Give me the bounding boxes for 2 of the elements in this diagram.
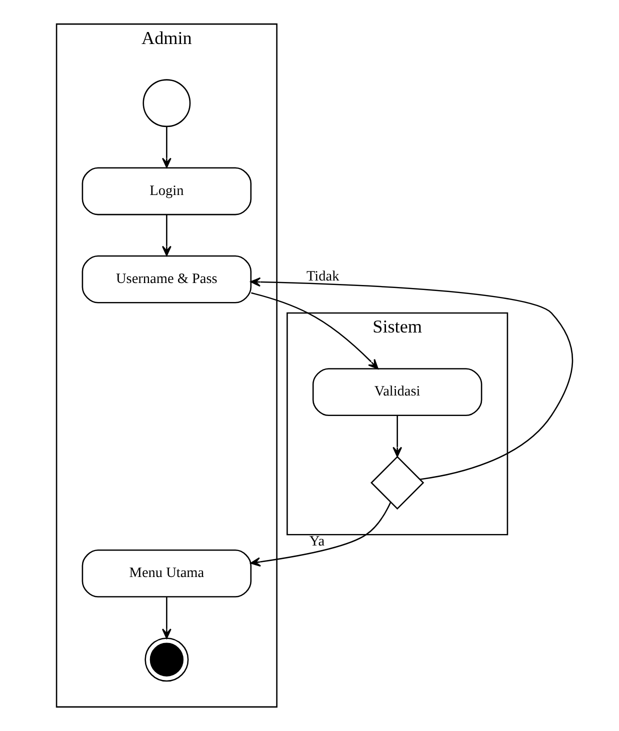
edge-label: Ya [309,534,325,550]
edge-label: Tidak [306,268,340,284]
